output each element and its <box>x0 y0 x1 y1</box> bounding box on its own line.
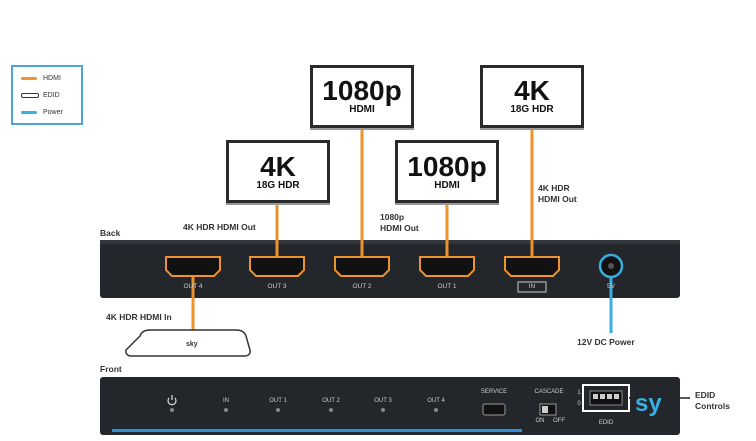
tv-4k-left: 4K 18G HDR <box>226 140 330 203</box>
hdmi-port-out2 <box>334 256 390 277</box>
hdmi-port-out3 <box>249 256 305 277</box>
back-label: Back <box>100 228 121 238</box>
legend: HDMI EDID Power <box>11 65 83 125</box>
back-port-label-out1: OUT 1 <box>437 283 457 290</box>
edid-dip-switches[interactable] <box>589 390 623 406</box>
out-4k-right-label-line2: HDMI Out <box>538 194 577 204</box>
back-power-label: 5V <box>607 283 615 290</box>
brand-logo: sy <box>635 390 662 417</box>
legend-label: Power <box>43 109 63 116</box>
front-label: Front <box>100 364 122 374</box>
tv-resolution: 1080p <box>322 75 402 106</box>
source-set-top-box <box>125 329 251 357</box>
edid-swatch <box>21 93 39 98</box>
in-port-label-box <box>517 281 547 293</box>
back-port-label-out3: OUT 3 <box>267 283 287 290</box>
front-label-out3: OUT 3 <box>374 398 392 404</box>
dc-power-label: 12V DC Power <box>577 337 635 347</box>
edid-switch-mark-1: 1 <box>577 390 581 396</box>
back-port-label-out4: OUT 4 <box>183 283 203 290</box>
edid-controls-label-line2: Controls <box>695 401 730 411</box>
legend-label: HDMI <box>43 75 61 82</box>
front-label-cascade-off: OFF <box>553 418 565 424</box>
power-icon <box>167 395 177 406</box>
back-port-label-in: IN <box>528 283 536 290</box>
power-swatch <box>21 111 37 114</box>
front-label-out2: OUT 2 <box>322 398 340 404</box>
legend-label: EDID <box>43 92 60 99</box>
tv-resolution: 4K <box>514 75 550 106</box>
front-label-edid: EDID <box>598 420 614 426</box>
front-label-in: IN <box>223 398 229 404</box>
out-1080p-label-line1: 1080p <box>380 212 405 222</box>
tv-1080p-right: 1080p HDMI <box>395 140 499 203</box>
source-logo: sky <box>186 341 198 348</box>
front-leds <box>170 408 438 412</box>
hdmi-port-in <box>504 256 560 277</box>
tv-resolution: 4K <box>260 151 296 182</box>
out-1080p-label-line2: HDMI Out <box>380 223 419 233</box>
hdmi-in-label: 4K HDR HDMI In <box>106 312 172 322</box>
hdmi-port-out4 <box>165 256 221 277</box>
front-label-cascade: CASCADE <box>534 389 564 395</box>
front-label-service: SERVICE <box>480 389 508 395</box>
edid-switch-mark-0: 0 <box>577 401 581 407</box>
tv-format: 18G HDR <box>256 180 300 191</box>
out-4k-right-label-line1: 4K HDR <box>538 183 570 193</box>
tv-format: HDMI <box>349 104 375 115</box>
hdmi-swatch <box>21 77 37 80</box>
front-label-out1: OUT 1 <box>269 398 287 404</box>
tv-4k-right: 4K 18G HDR <box>480 65 584 128</box>
hdmi-port-out1 <box>419 256 475 277</box>
tv-format: HDMI <box>434 180 460 191</box>
tv-format: 18G HDR <box>510 104 554 115</box>
front-label-out4: OUT 4 <box>427 398 445 404</box>
tv-1080p-center: 1080p HDMI <box>310 65 414 128</box>
front-label-cascade-on: ON <box>535 418 545 424</box>
edid-controls-label-line1: EDID <box>695 390 716 400</box>
out-4k-left-label: 4K HDR HDMI Out <box>183 222 256 232</box>
front-panel <box>100 377 680 435</box>
service-port[interactable] <box>482 403 506 416</box>
tv-resolution: 1080p <box>407 151 487 182</box>
back-port-label-out2: OUT 2 <box>352 283 372 290</box>
